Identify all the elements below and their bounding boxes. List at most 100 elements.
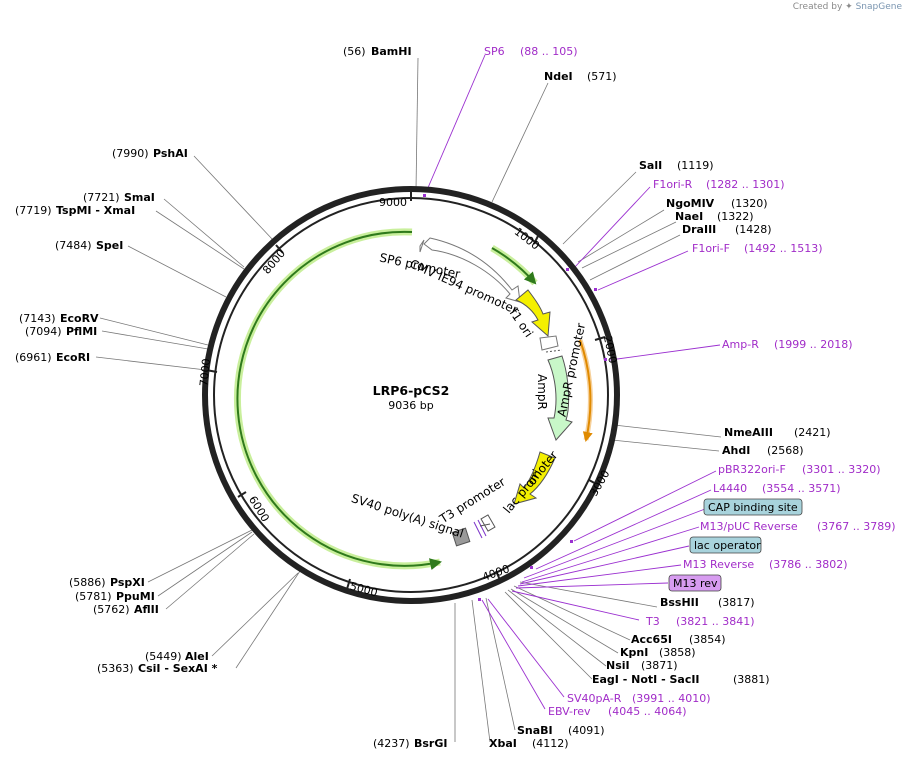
enzyme-ngomiv-name: NgoMIV	[666, 197, 715, 210]
insert-feature	[233, 228, 538, 570]
enzyme-bamhi-name: BamHI	[371, 45, 412, 58]
enzyme-pspxi-pos: (5886)	[69, 576, 106, 589]
lac-region-marks	[473, 514, 496, 539]
enzyme-xbai-pos: (4112)	[532, 737, 569, 750]
tick-marks	[205, 190, 606, 590]
snapgene-credit: Created by ✦ SnapGene	[793, 2, 902, 12]
snapgene-logo-icon: ✦	[845, 2, 853, 12]
lac-operator-box	[689, 536, 762, 554]
primer-l4440-range: (3554 .. 3571)	[762, 482, 841, 495]
enzyme-ndei-pos: (571)	[587, 70, 617, 83]
primer-leaders	[426, 54, 721, 710]
label-lac-promoter: lac promoter	[500, 448, 560, 516]
tick-9000: 9000	[379, 196, 407, 209]
enzyme-alei-pos: (5449)	[145, 650, 182, 663]
primer-sv40pa-range: (3991 .. 4010)	[632, 692, 711, 705]
enzyme-naei-pos: (1322)	[717, 210, 754, 223]
label-ori: ori	[524, 467, 544, 487]
primer-amp-r-range: (1999 .. 2018)	[774, 338, 853, 351]
enzyme-csii-name: CsiI - SexAI *	[138, 662, 218, 675]
enzyme-nsii-name: NsiI	[606, 659, 630, 672]
enzyme-smai-pos: (7721)	[83, 191, 120, 204]
boxed-feature-labels: CAP binding site lac operator M13 rev	[668, 498, 803, 592]
enzyme-alei-name: AleI	[185, 650, 209, 663]
primer-ebv-range: (4045 .. 4064)	[608, 705, 687, 718]
label-t3-promoter: T3 promoter	[436, 475, 507, 527]
credit-brand: SnapGene	[855, 2, 902, 12]
enzyme-kpni-name: KpnI	[620, 646, 648, 659]
enzyme-sali-pos: (1119)	[677, 159, 714, 172]
enzyme-acc65i-name: Acc65I	[631, 633, 672, 646]
tick-7000: 7000	[197, 358, 213, 387]
enzyme-nmeaiii-name: NmeAIII	[724, 426, 773, 439]
enzyme-ahdi-pos: (2568)	[767, 444, 804, 457]
primer-t3-name: T3	[645, 615, 660, 628]
primer-sp6-range: (88 .. 105)	[520, 45, 578, 58]
enzyme-aflii-pos: (5762)	[93, 603, 130, 616]
primer-m13puc-name: M13/pUC Reverse	[700, 520, 798, 533]
primer-ebv-name: EBV-rev	[548, 705, 591, 718]
plasmid-length: 9036 bp	[388, 399, 433, 412]
primer-amp-r-name: Amp-R	[722, 338, 759, 351]
enzyme-eagi-name: EagI - NotI - SacII	[592, 673, 700, 686]
enzyme-spei-pos: (7484)	[55, 239, 92, 252]
primer-f1ori-r-range: (1282 .. 1301)	[706, 178, 785, 191]
enzyme-draiii-name: DraIII	[682, 223, 716, 236]
enzyme-xbai-name: XbaI	[489, 737, 517, 750]
enzyme-bsshii-pos: (3817)	[718, 596, 755, 609]
enzyme-tspmi-pos: (7719)	[15, 204, 52, 217]
primer-l4440-name: L4440	[713, 482, 747, 495]
primer-f1ori-r-name: F1ori-R	[653, 178, 693, 191]
primer-labels: SP6 (88 .. 105) F1ori-R (1282 .. 1301) F…	[484, 45, 896, 718]
enzyme-ecori-name: EcoRI	[56, 351, 90, 364]
enzyme-pflmi-pos: (7094)	[25, 325, 62, 338]
tick-2000: 2000	[601, 334, 620, 364]
primer-f1ori-f-name: F1ori-F	[692, 242, 730, 255]
f1-ori-arrow	[515, 289, 551, 338]
enzyme-bamhi-pos: (56)	[343, 45, 366, 58]
enzyme-ecorv-pos: (7143)	[19, 312, 56, 325]
amp-r-primer-arc	[577, 339, 593, 442]
enzyme-kpni-pos: (3858)	[659, 646, 696, 659]
enzyme-acc65i-pos: (3854)	[689, 633, 726, 646]
tick-3000: 3000	[587, 468, 612, 499]
enzyme-snabi-name: SnaBI	[517, 724, 553, 737]
primer-t3-range: (3821 .. 3841)	[676, 615, 755, 628]
sv40-polya-box	[451, 527, 471, 547]
ampr-arrow	[547, 355, 573, 441]
enzyme-pshai-pos: (7990)	[112, 147, 149, 160]
enzyme-draiii-pos: (1428)	[735, 223, 772, 236]
lac-operator-label: lac operator	[694, 539, 761, 552]
enzyme-ppumi-name: PpuMI	[116, 590, 155, 603]
enzyme-nsii-pos: (3871)	[641, 659, 678, 672]
plasmid-name: LRP6-pCS2	[373, 383, 450, 398]
primer-m13rev-name: M13 Reverse	[683, 558, 754, 571]
primer-site-marks	[423, 194, 607, 601]
enzyme-pspxi-name: PspXI	[110, 576, 145, 589]
m13-rev-label: M13 rev	[673, 577, 718, 590]
credit-prefix: Created by	[792, 2, 843, 12]
enzyme-ecori-pos: (6961)	[15, 351, 52, 364]
enzyme-labels: (56) BamHI NdeI (571) SalI (1119) NgoMIV…	[15, 45, 831, 750]
enzyme-eagi-pos: (3881)	[733, 673, 770, 686]
label-ampr: AmpR	[535, 374, 549, 410]
primer-m13puc-range: (3767 .. 3789)	[817, 520, 896, 533]
enzyme-ppumi-pos: (5781)	[75, 590, 112, 603]
enzyme-snabi-pos: (4091)	[568, 724, 605, 737]
enzyme-ngomiv-pos: (1320)	[731, 197, 768, 210]
enzyme-sali-name: SalI	[639, 159, 662, 172]
enzyme-leaders	[95, 57, 722, 743]
ampr-promoter-arrow	[539, 335, 563, 353]
enzyme-naei-name: NaeI	[675, 210, 703, 223]
primer-pbr322-name: pBR322ori-F	[718, 463, 786, 476]
primer-sp6-name: SP6	[484, 45, 505, 58]
tick-labels: 1000 2000 3000 4000 5000 6000 7000 8000 …	[197, 196, 619, 599]
primer-f1ori-f-range: (1492 .. 1513)	[744, 242, 823, 255]
enzyme-csii-pos: (5363)	[97, 662, 134, 675]
primer-sv40pa-name: SV40pA-R	[567, 692, 622, 705]
enzyme-bsrgi-name: BsrGI	[414, 737, 447, 750]
primer-pbr322-range: (3301 .. 3320)	[802, 463, 881, 476]
enzyme-smai-name: SmaI	[124, 191, 155, 204]
enzyme-bsrgi-pos: (4237)	[373, 737, 410, 750]
